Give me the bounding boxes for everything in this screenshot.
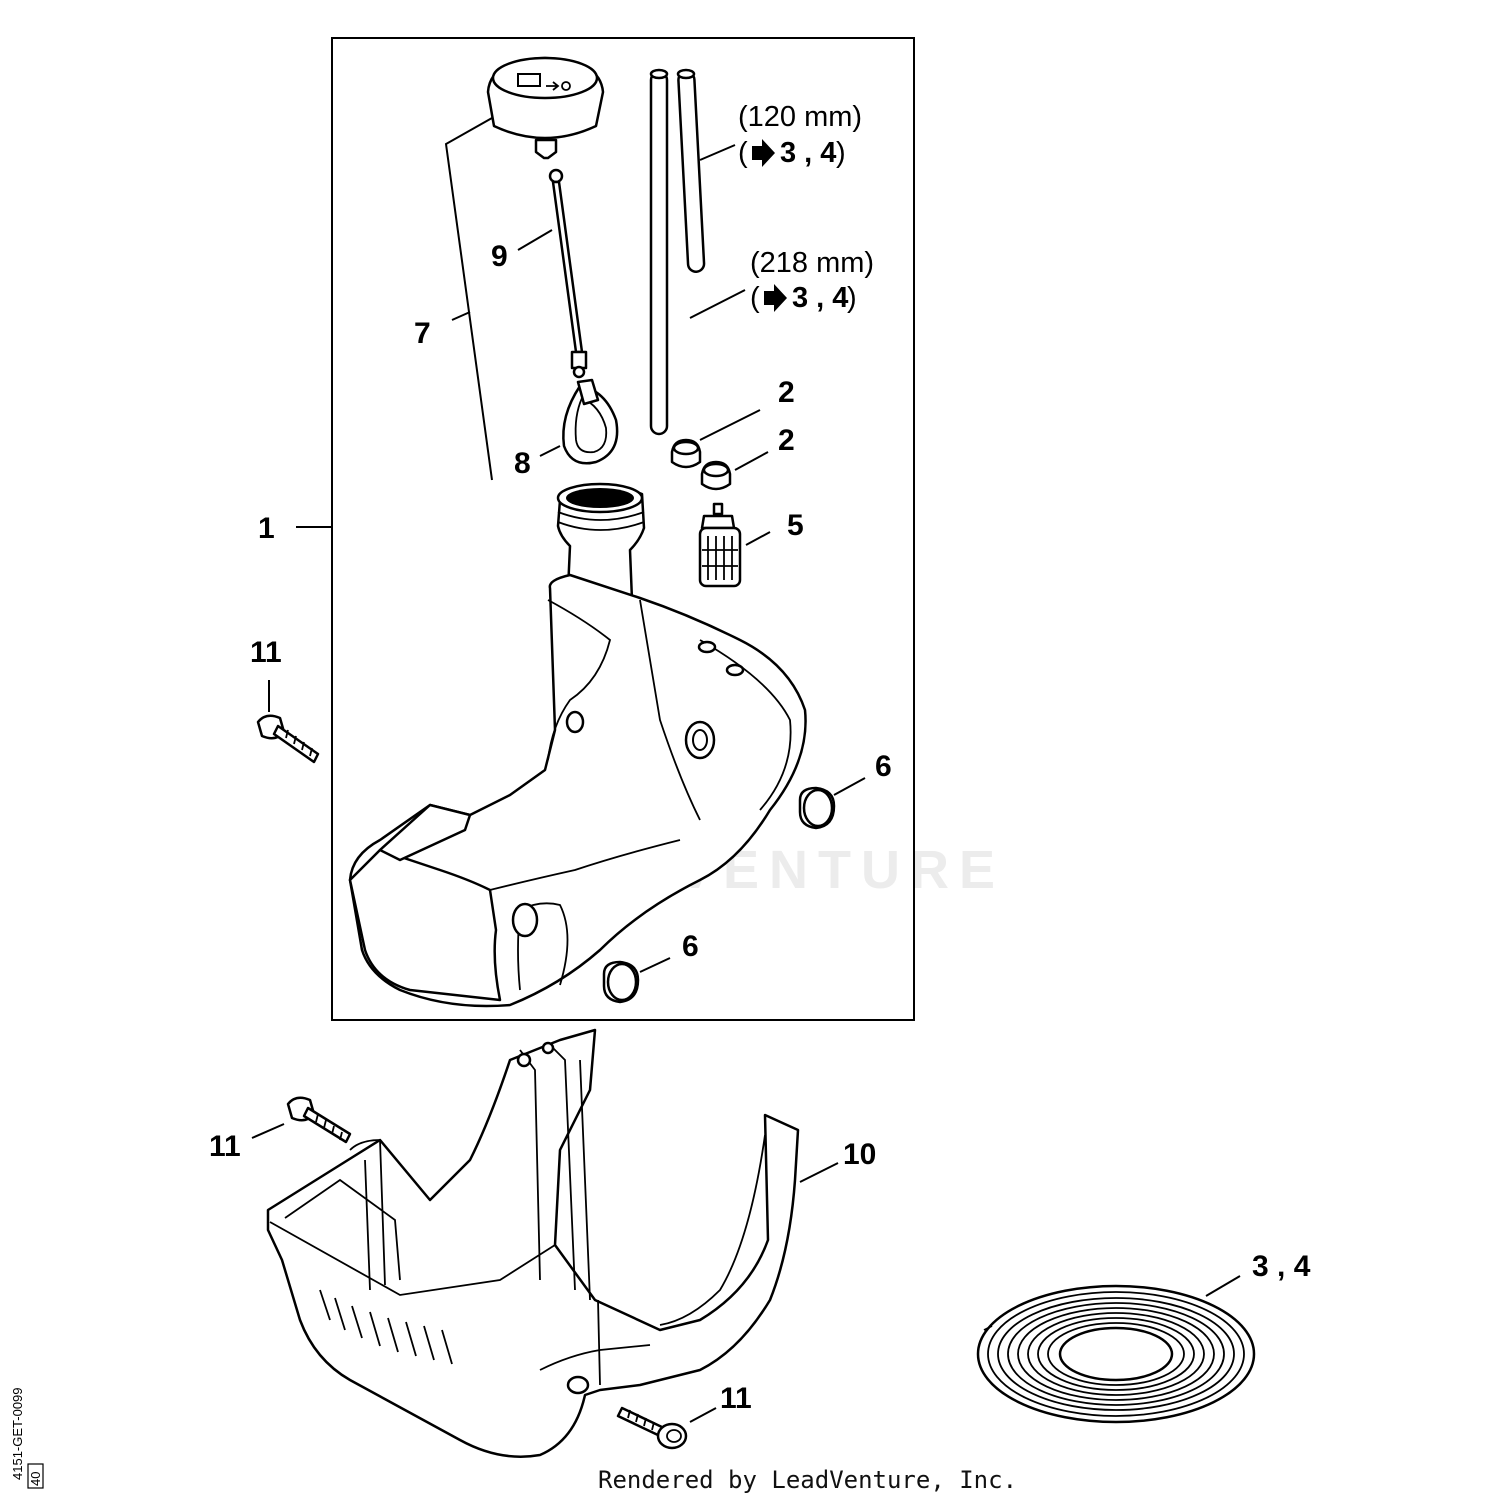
callout-11-bottom: 11 bbox=[720, 1382, 752, 1415]
screw-lower-bracket bbox=[616, 1406, 688, 1450]
tank-grommet-upper bbox=[798, 786, 836, 830]
leader-lines bbox=[251, 117, 1241, 1423]
callout-3-4: 3 , 4 bbox=[1252, 1250, 1311, 1283]
drawing-code: 4151-GET-0099 bbox=[10, 1387, 25, 1480]
fuel-filter bbox=[698, 502, 742, 588]
grommet-upper bbox=[670, 438, 702, 469]
arrow-right-icon bbox=[764, 284, 787, 312]
screw-left bbox=[256, 714, 320, 764]
callout-2-upper: 2 bbox=[778, 376, 795, 409]
tank-grommet-lower bbox=[602, 960, 640, 1004]
callout-7: 7 bbox=[414, 317, 431, 350]
fuel-tank bbox=[348, 482, 807, 1008]
callout-1: 1 bbox=[258, 512, 275, 545]
tank-bracket bbox=[266, 1028, 800, 1458]
callout-10: 10 bbox=[843, 1138, 876, 1171]
hose-long-ref: 3 , 4 bbox=[792, 282, 848, 314]
callout-6-upper: 6 bbox=[875, 750, 892, 783]
fuel-hose-short bbox=[676, 68, 706, 273]
callout-6-lower: 6 bbox=[682, 930, 699, 963]
hose-short-ref: 3 , 4 bbox=[780, 137, 836, 169]
assembly-frame bbox=[331, 37, 915, 1021]
callout-8: 8 bbox=[514, 447, 531, 480]
retainer-loop bbox=[562, 378, 619, 465]
hose-long-ref-close: ) bbox=[847, 282, 857, 314]
hose-short-ref-close: ) bbox=[836, 137, 846, 169]
hose-short-length: (120 mm) bbox=[738, 101, 862, 133]
drawing-box bbox=[27, 1463, 44, 1489]
fuel-cap bbox=[486, 56, 605, 160]
callout-5: 5 bbox=[787, 509, 804, 542]
hose-short-ref-open: ( bbox=[738, 137, 748, 169]
fuel-hose-long bbox=[649, 68, 669, 436]
grommet-lower bbox=[700, 460, 732, 491]
drawing-box-number: 40 bbox=[28, 1472, 43, 1486]
spring-washer bbox=[976, 1284, 1256, 1424]
screw-upper-bracket bbox=[286, 1096, 352, 1144]
callout-9: 9 bbox=[491, 240, 508, 273]
callout-2-lower: 2 bbox=[778, 424, 795, 457]
hose-long-ref-open: ( bbox=[750, 282, 760, 314]
footer-credit: Rendered by LeadVenture, Inc. bbox=[598, 1466, 1017, 1494]
retainer-cord bbox=[548, 168, 588, 379]
hose-long-length: (218 mm) bbox=[750, 247, 874, 279]
arrow-right-icon bbox=[752, 139, 775, 167]
callout-11-bracket: 11 bbox=[209, 1130, 241, 1163]
callout-11-left: 11 bbox=[250, 636, 282, 669]
